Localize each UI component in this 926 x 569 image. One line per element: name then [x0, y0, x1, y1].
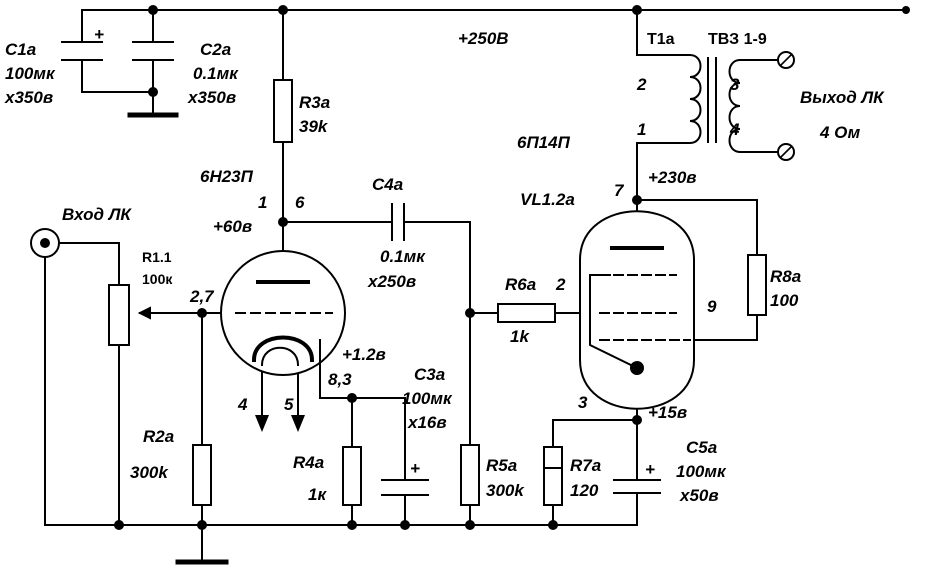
label-r6a-pin2: 2 — [555, 275, 566, 294]
tube-6n23p — [220, 250, 346, 376]
capacitor-c3a — [381, 479, 429, 496]
resistor-r4a — [342, 446, 362, 506]
label-cathode-pins: 8,3 — [328, 370, 352, 389]
label-pin9: 9 — [707, 297, 717, 316]
capacitor-c2a — [132, 41, 174, 61]
label-tvz: ТВЗ 1-9 — [708, 31, 767, 48]
resistor-r7a — [543, 446, 563, 506]
label-c4a-value: 0.1мк — [380, 247, 426, 266]
label-tube1-pin6: 6 — [295, 193, 305, 212]
label-input: Вход ЛК — [62, 205, 132, 224]
label-output-impedance: 4 Ом — [819, 123, 861, 142]
label-c4a-voltage: x250в — [367, 272, 416, 291]
label-c1a-voltage: x350в — [4, 88, 53, 107]
label-c3a-plus: + — [410, 459, 420, 478]
resistor-r2a — [192, 444, 212, 506]
label-c1a-name: C1a — [5, 40, 36, 59]
labels: C1a 100мк x350в + C2a 0.1мк x350в +250В … — [4, 25, 885, 505]
resistor-r3a — [273, 79, 293, 143]
resistor-r6a — [497, 303, 556, 323]
label-c3a-name: C3a — [414, 365, 445, 384]
heater-arrow-4 — [255, 415, 269, 432]
label-c5a-name: C5a — [686, 438, 717, 457]
label-tube1-anode-voltage: +60в — [213, 217, 252, 236]
label-r4a-value: 1к — [308, 485, 327, 504]
potentiometer-r11 — [108, 284, 130, 346]
label-transformer-pin3: 3 — [730, 75, 740, 94]
label-c5a-voltage: x50в — [679, 486, 719, 505]
label-r3a-value: 39k — [299, 117, 329, 136]
label-r3a-name: R3a — [299, 93, 330, 112]
output-transformer-t1a — [636, 53, 742, 154]
label-tube2: 6П14П — [517, 133, 571, 152]
label-r8a-name: R8a — [770, 267, 801, 286]
label-transformer-pin2: 2 — [636, 75, 647, 94]
output-terminal-top — [777, 51, 795, 69]
label-r11-name: R1.1 — [142, 249, 172, 265]
label-r11-value: 100к — [142, 271, 173, 287]
label-r7a-name: R7a — [570, 456, 601, 475]
label-c3a-value: 100мк — [402, 389, 453, 408]
label-transformer-pin1: 1 — [637, 120, 646, 139]
label-tube1: 6Н23П — [200, 167, 254, 186]
label-r8a-value: 100 — [770, 291, 799, 310]
label-c4a-name: C4a — [372, 175, 403, 194]
label-c2a-name: C2a — [200, 40, 231, 59]
output-terminal-bottom — [777, 143, 795, 161]
resistor-r8a — [747, 254, 767, 316]
label-c2a-value: 0.1мк — [193, 64, 239, 83]
input-jack — [30, 228, 60, 258]
label-r5a-value: 300k — [486, 481, 525, 500]
label-b-plus: +250В — [458, 29, 509, 48]
potentiometer-wiper-arrow — [137, 306, 151, 320]
label-grid-pins: 2,7 — [189, 287, 215, 306]
label-pin3: 3 — [578, 393, 588, 412]
label-tube2-ref: VL1.2a — [520, 190, 575, 209]
label-tube2-pin7: 7 — [614, 181, 625, 200]
label-output-cathode-voltage: +15в — [648, 403, 687, 422]
label-c1a-plus: + — [94, 25, 104, 44]
heater-arrow-5 — [291, 415, 305, 432]
label-heater-pin4: 4 — [237, 395, 248, 414]
label-r2a-name: R2a — [143, 427, 174, 446]
capacitor-c5a — [613, 479, 661, 494]
junctions — [114, 5, 910, 530]
label-r6a-value: 1k — [510, 327, 530, 346]
label-c5a-value: 100мк — [676, 462, 727, 481]
label-r5a-name: R5a — [486, 456, 517, 475]
label-c3a-voltage: x16в — [407, 413, 447, 432]
label-tube1-pin1: 1 — [258, 193, 267, 212]
label-c1a-value: 100мк — [5, 64, 56, 83]
label-cathode-voltage: +1.2в — [342, 345, 386, 364]
capacitor-c1a — [61, 41, 103, 61]
tube-6p14p — [579, 210, 695, 410]
label-heater-pin5: 5 — [284, 395, 294, 414]
label-c2a-voltage: x350в — [187, 88, 236, 107]
label-transformer-pin4: 4 — [729, 120, 740, 139]
label-r7a-value: 120 — [570, 481, 599, 500]
capacitor-c4a — [391, 203, 405, 241]
label-tube2-anode-voltage: +230в — [648, 168, 697, 187]
label-t1a: T1a — [647, 31, 675, 48]
label-output: Выход ЛК — [800, 88, 885, 107]
label-r6a-name: R6a — [505, 275, 536, 294]
label-r4a-name: R4a — [293, 453, 324, 472]
resistor-r5a — [460, 444, 480, 506]
label-c5a-plus: + — [645, 460, 655, 479]
label-r2a-value: 300k — [130, 463, 169, 482]
